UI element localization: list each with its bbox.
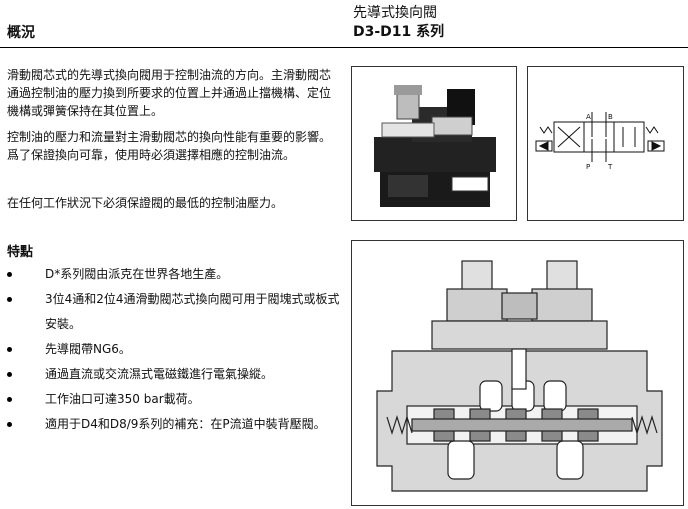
list-item: 工作油口可達350 bar載荷。: [7, 387, 347, 412]
list-item: D*系列閥由派克在世界各地生產。: [7, 262, 347, 287]
cross-section-frame: [351, 240, 684, 506]
bullet-icon: [7, 422, 12, 427]
port-label-a: A: [586, 113, 591, 121]
overview-paragraph-1: 滑動閥芯式的先導式換向閥用于控制油流的方向。主滑動閥芯通過控制油的壓力換到所要求…: [7, 68, 332, 118]
title-line-2: D3-D11 系列: [353, 24, 445, 40]
port-label-p: P: [586, 163, 590, 171]
overview-paragraph-3: 在任何工作狀況下必須保證閥的最低的控制油壓力。: [7, 196, 284, 210]
header-divider: [0, 47, 688, 48]
port-label-b: B: [608, 113, 613, 121]
bullet-icon: [7, 297, 12, 302]
product-photo-frame: [351, 66, 517, 221]
overview-paragraph-2: 控制油的壓力和流量對主滑動閥芯的換向性能有重要的影響。爲了保證換向可靠，使用時必…: [7, 130, 332, 162]
valve-photo: [374, 85, 496, 207]
hydraulic-symbol: A B P T: [535, 112, 665, 171]
bullet-icon: [7, 372, 12, 377]
hydraulic-symbol-frame: A B P T: [527, 66, 684, 221]
valve-cross-section: [376, 260, 663, 492]
title-line-1: 先導式換向閥: [353, 5, 437, 21]
bullet-icon: [7, 272, 12, 277]
bullet-icon: [7, 347, 12, 352]
list-item: 3位4通和2位4通滑動閥芯式換向閥可用于閥塊式或板式安裝。: [7, 287, 347, 337]
features-heading: 特點: [7, 245, 34, 260]
bullet-icon: [7, 397, 12, 402]
document-title: 先導式換向閥 D3-D11 系列: [353, 4, 444, 42]
section-heading: 概況: [7, 25, 35, 41]
list-item: 適用于D4和D8/9系列的補充：在P流道中裝背壓閥。: [7, 412, 347, 437]
list-item: 先導閥帶NG6。: [7, 337, 347, 362]
list-item: 通過直流或交流濕式電磁鐵進行電氣操縱。: [7, 362, 347, 387]
port-label-t: T: [607, 163, 613, 171]
features-list: D*系列閥由派克在世界各地生產。 3位4通和2位4通滑動閥芯式換向閥可用于閥塊式…: [7, 262, 347, 437]
